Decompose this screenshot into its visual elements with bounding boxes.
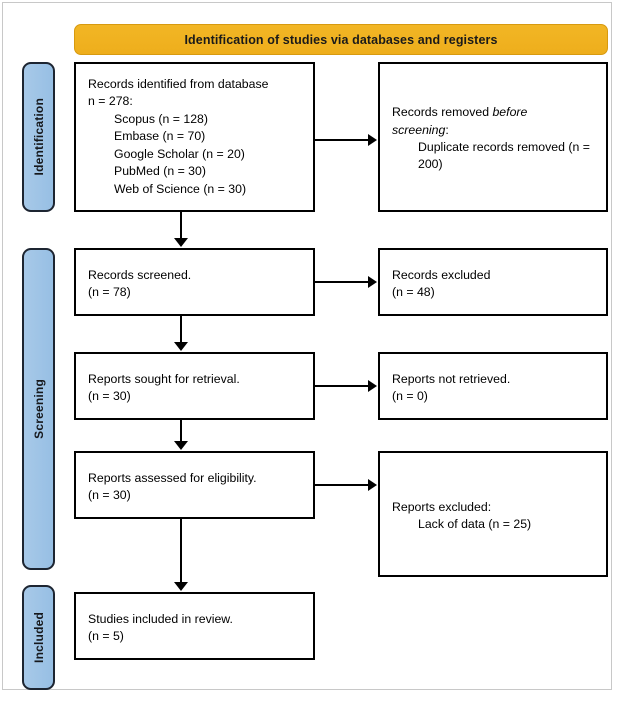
connector-identified-to-screened-arrow-icon — [174, 238, 188, 247]
box-records-excluded: Records excluded (n = 48) — [378, 248, 608, 316]
phase-label-identification-text: Identification — [31, 98, 46, 176]
banner-identification-header: Identification of studies via databases … — [74, 24, 608, 55]
connector-identified-to-removed-line — [315, 139, 369, 141]
studies-included-count: (n = 5) — [88, 629, 124, 643]
phase-label-screening: Screening — [22, 248, 55, 570]
connector-sought-to-not-retrieved-line — [315, 385, 369, 387]
connector-sought-to-assessed-arrow-icon — [174, 441, 188, 450]
reports-excluded-reason: Lack of data (n = 25) — [418, 517, 532, 531]
box-records-screened: Records screened. (n = 78) — [74, 248, 315, 316]
box-reports-not-retrieved: Reports not retrieved. (n = 0) — [378, 352, 608, 420]
records-removed-text-colon: : — [445, 122, 449, 137]
connector-sought-to-assessed-line — [180, 420, 182, 443]
connector-screened-to-excluded-arrow-icon — [368, 276, 377, 288]
records-identified-source-web-of-science: Web of Science (n = 30) — [114, 181, 247, 196]
records-excluded-count: (n = 48) — [392, 285, 435, 299]
connector-screened-to-sought-arrow-icon — [174, 342, 188, 351]
records-removed-text-before: before — [492, 105, 528, 120]
records-screened-label: Records screened. — [88, 267, 192, 282]
records-removed-text-a: Records removed — [392, 105, 493, 120]
connector-assessed-to-reports-excluded-arrow-icon — [368, 479, 377, 491]
records-excluded-label: Records excluded — [392, 267, 491, 282]
connector-screened-to-sought-line — [180, 316, 182, 344]
phase-label-screening-text: Screening — [31, 379, 46, 439]
reports-assessed-count: (n = 30) — [88, 488, 131, 502]
box-reports-sought-for-retrieval: Reports sought for retrieval. (n = 30) — [74, 352, 315, 420]
connector-assessed-to-included-line — [180, 519, 182, 584]
records-removed-text-screening: screening — [392, 122, 446, 137]
reports-not-retrieved-label: Reports not retrieved. — [392, 371, 511, 386]
phase-label-included-text: Included — [31, 612, 46, 663]
reports-assessed-label: Reports assessed for eligibility. — [88, 470, 257, 485]
box-records-identified: Records identified from database n = 278… — [74, 62, 315, 212]
connector-identified-to-removed-arrow-icon — [368, 134, 377, 146]
connector-assessed-to-included-arrow-icon — [174, 582, 188, 591]
studies-included-label: Studies included in review. — [88, 611, 233, 626]
records-identified-source-google-scholar: Google Scholar (n = 20) — [114, 146, 245, 161]
reports-excluded-label: Reports excluded: — [392, 499, 492, 514]
reports-not-retrieved-count: (n = 0) — [392, 389, 428, 403]
box-reports-excluded: Reports excluded: Lack of data (n = 25) — [378, 451, 608, 577]
connector-screened-to-excluded-line — [315, 281, 369, 283]
records-identified-line-2: n = 278: — [88, 94, 133, 109]
reports-sought-count: (n = 30) — [88, 389, 131, 403]
box-records-removed-before-screening: Records removed before screening: Duplic… — [378, 62, 608, 212]
records-identified-source-embase: Embase (n = 70) — [114, 129, 206, 144]
connector-sought-to-not-retrieved-arrow-icon — [368, 380, 377, 392]
box-studies-included-in-review: Studies included in review. (n = 5) — [74, 592, 315, 660]
records-removed-detail: Duplicate records removed (n = 200) — [418, 140, 594, 172]
records-identified-source-scopus: Scopus (n = 128) — [114, 111, 208, 126]
records-screened-count: (n = 78) — [88, 285, 131, 299]
records-identified-source-pubmed: PubMed (n = 30) — [114, 164, 206, 179]
connector-assessed-to-reports-excluded-line — [315, 484, 369, 486]
phase-label-identification: Identification — [22, 62, 55, 212]
records-removed-line-1: Records removed before — [392, 104, 596, 121]
records-removed-line-2: screening: — [392, 122, 596, 139]
records-identified-line-1: Records identified from database — [88, 77, 269, 91]
phase-label-included: Included — [22, 585, 55, 690]
connector-identified-to-screened-line — [180, 212, 182, 239]
banner-title: Identification of studies via databases … — [184, 32, 498, 47]
box-reports-assessed-for-eligibility: Reports assessed for eligibility. (n = 3… — [74, 451, 315, 519]
reports-sought-label: Reports sought for retrieval. — [88, 371, 240, 386]
